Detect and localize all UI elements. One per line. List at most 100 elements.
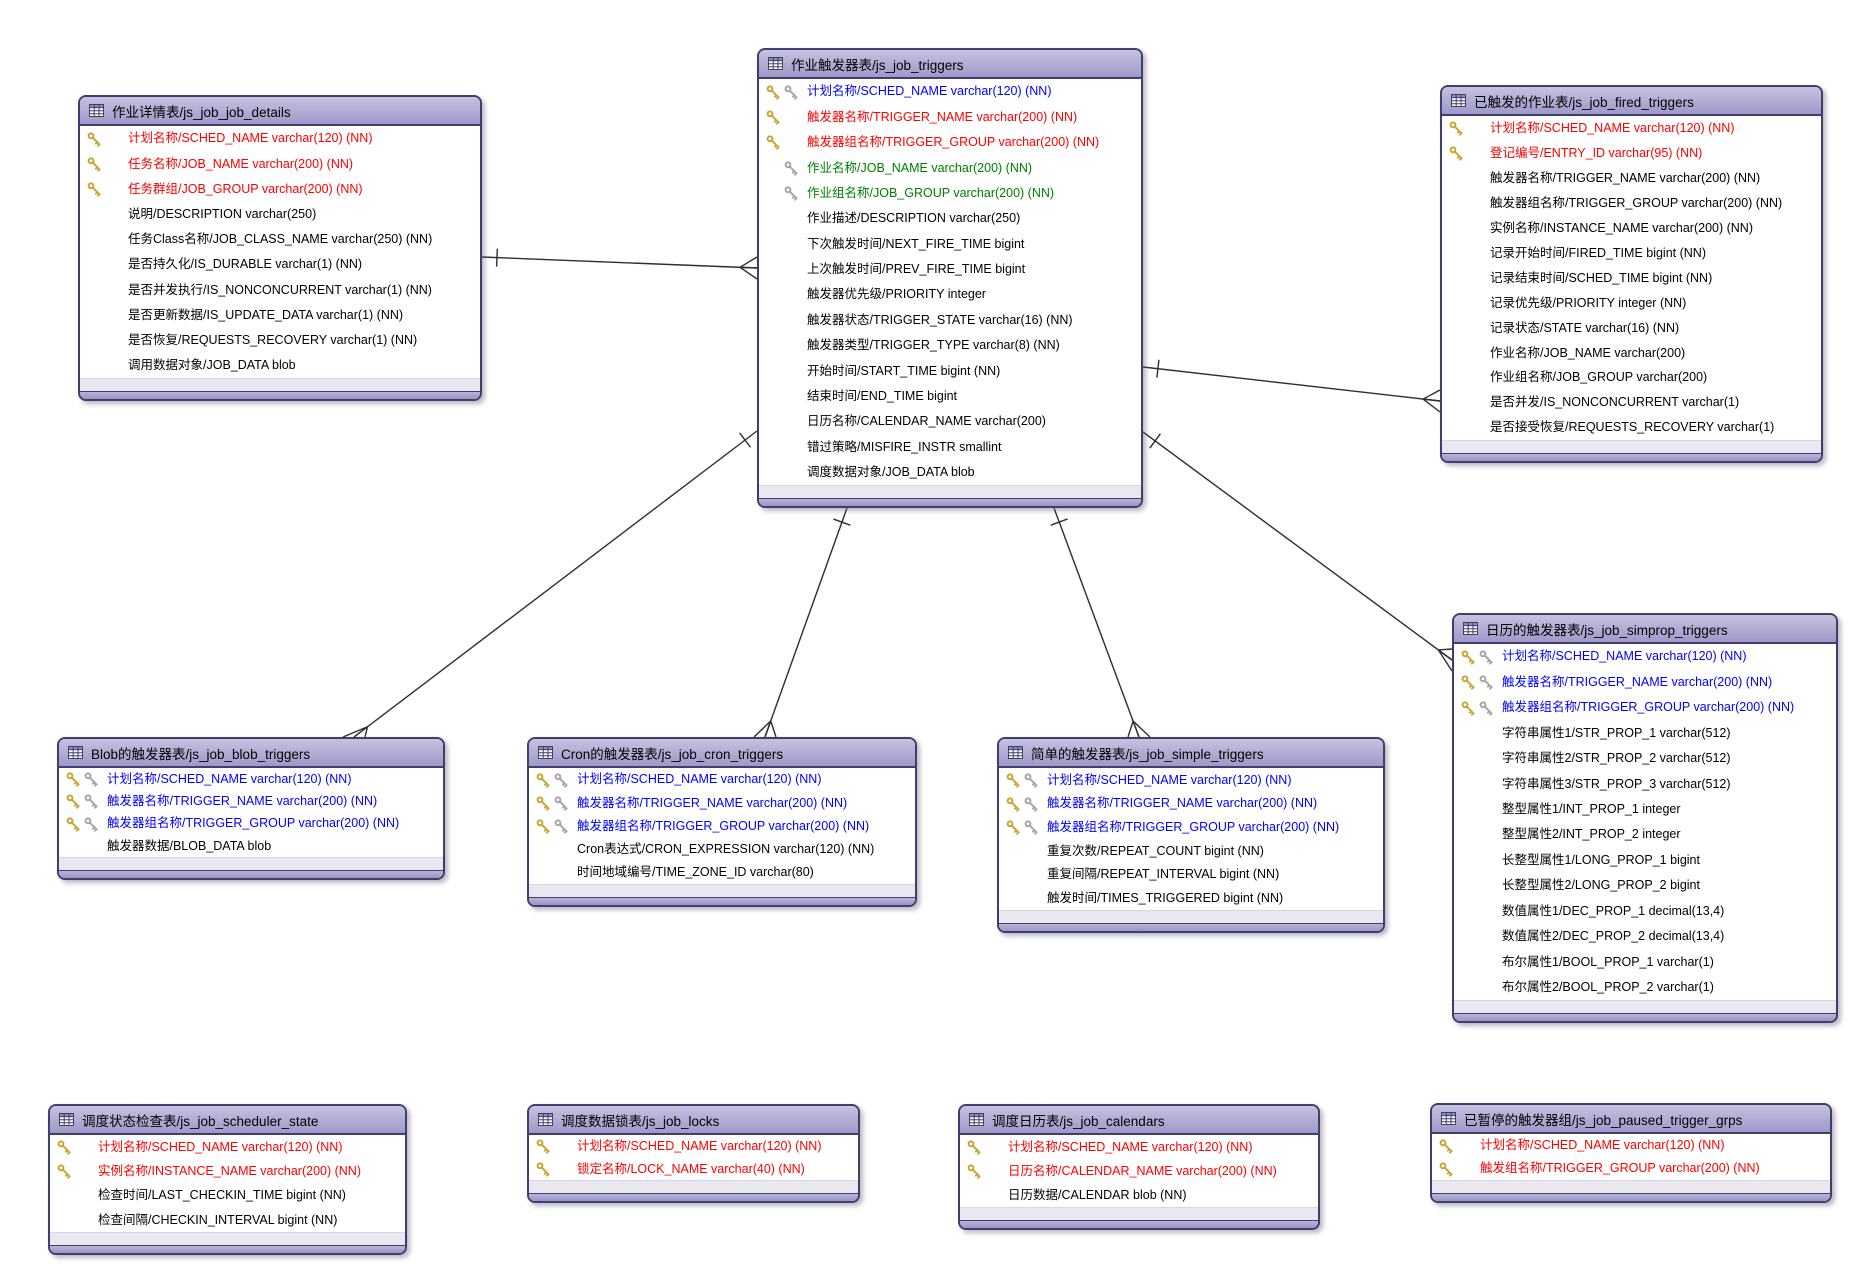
primary-key-icon (967, 1140, 982, 1155)
table-header-js_job_blob_triggers[interactable]: Blob的触发器表/js_job_blob_triggers (59, 739, 443, 768)
column-text: 触发时间/TIMES_TRIGGERED bigint (NN) (1047, 890, 1284, 905)
table-header-js_job_fired_triggers[interactable]: 已触发的作业表/js_job_fired_triggers (1442, 87, 1821, 116)
primary-key-icon (1461, 649, 1476, 665)
table-js_job_simple_triggers[interactable]: 简单的触发器表/js_job_simple_triggers 计划名称/SCHED… (997, 737, 1385, 933)
column-row: 计划名称/SCHED_NAME varchar(120) (NN) (59, 768, 443, 790)
foreign-key-icon (84, 772, 99, 787)
table-bottom-band (1432, 1193, 1830, 1201)
table-header-js_job_simprop_triggers[interactable]: 日历的触发器表/js_job_simprop_triggers (1454, 615, 1836, 644)
column-text: 长整型属性1/LONG_PROP_1 bigint (1502, 852, 1700, 867)
relation-triggers-to-simple (1050, 507, 1151, 738)
column-text: 任务群组/JOB_GROUP varchar(200) (NN) (128, 181, 363, 196)
column-row: 计划名称/SCHED_NAME varchar(120) (NN) (999, 768, 1383, 792)
column-text: 触发器名称/TRIGGER_NAME varchar(200) (NN) (1047, 796, 1318, 811)
primary-key-icon (766, 135, 781, 151)
column-text: 作业组名称/JOB_GROUP varchar(200) (1490, 370, 1708, 385)
column-row: 结束时间/END_TIME bigint (759, 384, 1141, 409)
column-row: 整型属性1/INT_PROP_1 integer (1454, 797, 1836, 822)
column-row: 是否恢复/REQUESTS_RECOVERY varchar(1) (NN) (80, 328, 480, 353)
foreign-key-icon (84, 794, 99, 810)
column-row: 作业组名称/JOB_GROUP varchar(200) (1442, 365, 1821, 390)
foreign-key-icon (1024, 772, 1039, 788)
table-columns: 计划名称/SCHED_NAME varchar(120) (NN)任务名称/JO… (80, 126, 480, 378)
column-text: 布尔属性2/BOOL_PROP_2 varchar(1) (1502, 979, 1714, 994)
column-row: 长整型属性2/LONG_PROP_2 bigint (1454, 873, 1836, 898)
column-text: 触发组名称/TRIGGER_GROUP varchar(200) (NN) (1480, 1161, 1760, 1176)
column-text: 错过策略/MISFIRE_INSTR smallint (807, 439, 1002, 454)
column-row: 实例名称/INSTANCE_NAME varchar(200) (NN) (50, 1159, 405, 1183)
column-text: 实例名称/INSTANCE_NAME varchar(200) (NN) (1490, 220, 1754, 235)
table-header-js_job_simple_triggers[interactable]: 简单的触发器表/js_job_simple_triggers (999, 739, 1383, 768)
table-js_job_fired_triggers[interactable]: 已触发的作业表/js_job_fired_triggers 计划名称/SCHED_… (1440, 85, 1823, 463)
primary-key-icon (1006, 820, 1021, 835)
table-header-js_job_calendars[interactable]: 调度日历表/js_job_calendars (960, 1106, 1318, 1135)
primary-key-icon (536, 772, 551, 788)
primary-key-icon (536, 795, 551, 811)
column-row: 计划名称/SCHED_NAME varchar(120) (NN) (1442, 116, 1821, 141)
foreign-key-icon (784, 186, 799, 201)
column-text: 计划名称/SCHED_NAME varchar(120) (NN) (1502, 649, 1747, 664)
column-row: 检查间隔/CHECKIN_INTERVAL bigint (NN) (50, 1208, 405, 1232)
table-header-js_job_job_details[interactable]: 作业详情表/js_job_job_details (80, 97, 480, 126)
table-header-js_job_scheduler_state[interactable]: 调度状态检查表/js_job_scheduler_state (50, 1106, 405, 1135)
column-row: 字符串属性2/STR_PROP_2 varchar(512) (1454, 746, 1836, 771)
table-js_job_triggers[interactable]: 作业触发器表/js_job_triggers 计划名称/SCHED_NAME va… (757, 48, 1143, 508)
column-text: 触发器类型/TRIGGER_TYPE varchar(8) (NN) (807, 338, 1060, 353)
table-header-js_job_paused_trigger_grps[interactable]: 已暂停的触发器组/js_job_paused_trigger_grps (1432, 1105, 1830, 1134)
column-row: 开始时间/START_TIME bigint (NN) (759, 358, 1141, 383)
table-bottom-band (1442, 453, 1821, 461)
column-row: 触发器类型/TRIGGER_TYPE varchar(8) (NN) (759, 333, 1141, 358)
column-text: 计划名称/SCHED_NAME varchar(120) (NN) (1490, 121, 1735, 136)
primary-key-icon (1449, 146, 1464, 162)
column-row: 说明/DESCRIPTION varchar(250) (80, 202, 480, 227)
table-bottom-band (999, 923, 1383, 931)
table-bottom-band (1454, 1013, 1836, 1021)
primary-key-icon (66, 794, 81, 810)
column-text: 整型属性1/INT_PROP_1 integer (1502, 801, 1681, 816)
column-text: 重复次数/REPEAT_COUNT bigint (NN) (1047, 843, 1264, 858)
table-js_job_scheduler_state[interactable]: 调度状态检查表/js_job_scheduler_state 计划名称/SCHED… (48, 1104, 407, 1255)
column-row: 是否并发/IS_NONCONCURRENT varchar(1) (1442, 390, 1821, 415)
column-row: 触发器组名称/TRIGGER_GROUP varchar(200) (NN) (1454, 695, 1836, 720)
column-text: 调度数据对象/JOB_DATA blob (807, 465, 975, 480)
table-bottom-band (759, 498, 1141, 506)
relation-job_details-to-triggers (481, 248, 758, 280)
column-row: 检查时间/LAST_CHECKIN_TIME bigint (NN) (50, 1184, 405, 1208)
column-text: 计划名称/SCHED_NAME varchar(120) (NN) (807, 84, 1052, 99)
column-text: 计划名称/SCHED_NAME varchar(120) (NN) (98, 1139, 343, 1154)
primary-key-icon (766, 110, 781, 125)
table-header-js_job_locks[interactable]: 调度数据锁表/js_job_locks (529, 1106, 858, 1135)
table-title: 简单的触发器表/js_job_simple_triggers (1031, 746, 1264, 762)
foreign-key-icon (554, 772, 569, 788)
table-icon (969, 1113, 984, 1126)
column-text: 触发器组名称/TRIGGER_GROUP varchar(200) (NN) (807, 135, 1100, 150)
table-footer-strip (529, 884, 915, 897)
column-row: 触发时间/TIMES_TRIGGERED bigint (NN) (999, 886, 1383, 910)
table-js_job_job_details[interactable]: 作业详情表/js_job_job_details 计划名称/SCHED_NAME … (78, 95, 482, 401)
primary-key-icon (57, 1164, 72, 1180)
table-header-js_job_triggers[interactable]: 作业触发器表/js_job_triggers (759, 50, 1141, 79)
column-row: 日历名称/CALENDAR_NAME varchar(200) (NN) (960, 1159, 1318, 1183)
column-text: 整型属性2/INT_PROP_2 integer (1502, 827, 1681, 842)
foreign-key-icon (1479, 675, 1494, 690)
table-title: 作业详情表/js_job_job_details (112, 104, 291, 120)
column-text: 锁定名称/LOCK_NAME varchar(40) (NN) (577, 1161, 805, 1176)
table-icon (768, 57, 783, 70)
table-title: 调度日历表/js_job_calendars (992, 1113, 1165, 1129)
column-text: 调用数据对象/JOB_DATA blob (128, 358, 296, 373)
table-bottom-band (960, 1220, 1318, 1228)
table-js_job_simprop_triggers[interactable]: 日历的触发器表/js_job_simprop_triggers 计划名称/SCHE… (1452, 613, 1838, 1023)
column-text: 结束时间/END_TIME bigint (807, 388, 958, 403)
column-row: 登记编号/ENTRY_ID varchar(95) (NN) (1442, 141, 1821, 166)
table-header-js_job_cron_triggers[interactable]: Cron的触发器表/js_job_cron_triggers (529, 739, 915, 768)
table-bottom-band (59, 870, 443, 878)
foreign-key-icon (1024, 796, 1039, 812)
column-row: 计划名称/SCHED_NAME varchar(120) (NN) (80, 126, 480, 151)
column-text: 实例名称/INSTANCE_NAME varchar(200) (NN) (98, 1164, 362, 1179)
column-text: 作业名称/JOB_NAME varchar(200) (NN) (807, 160, 1033, 175)
